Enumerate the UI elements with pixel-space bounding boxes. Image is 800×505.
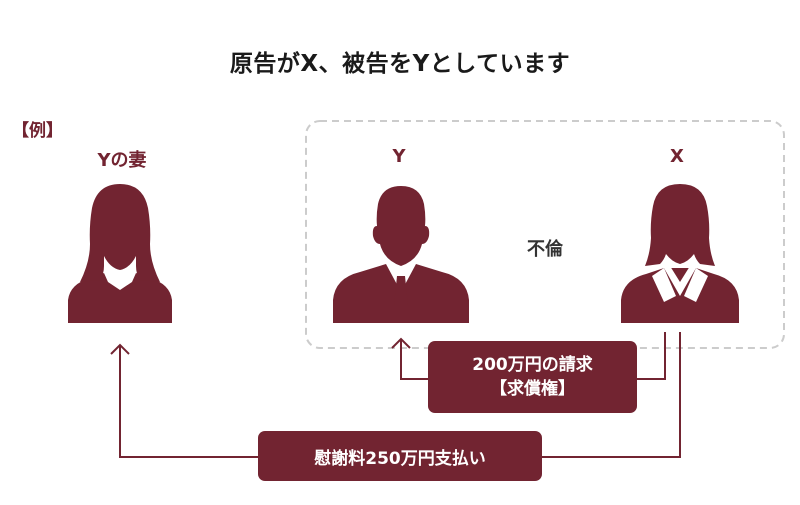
- y-wife-label: Yの妻: [97, 150, 147, 171]
- payment-text: 慰謝料250万円支払い: [314, 448, 486, 469]
- claim-box: 200万円の請求 【求償権】: [428, 341, 637, 413]
- x-label: X: [670, 146, 684, 167]
- x-icon: [621, 184, 739, 323]
- y-label: Y: [392, 146, 406, 167]
- y-icon: [333, 186, 469, 323]
- example-label: 【例】: [12, 121, 63, 141]
- payment-box: 慰謝料250万円支払い: [258, 431, 542, 481]
- page-title: 原告がX、被告をYとしています: [229, 51, 571, 77]
- claim-line1: 200万円の請求: [472, 355, 593, 375]
- affair-label: 不倫: [527, 239, 563, 260]
- claim-line2: 【求償権】: [490, 379, 575, 399]
- y-wife-icon: [68, 184, 172, 323]
